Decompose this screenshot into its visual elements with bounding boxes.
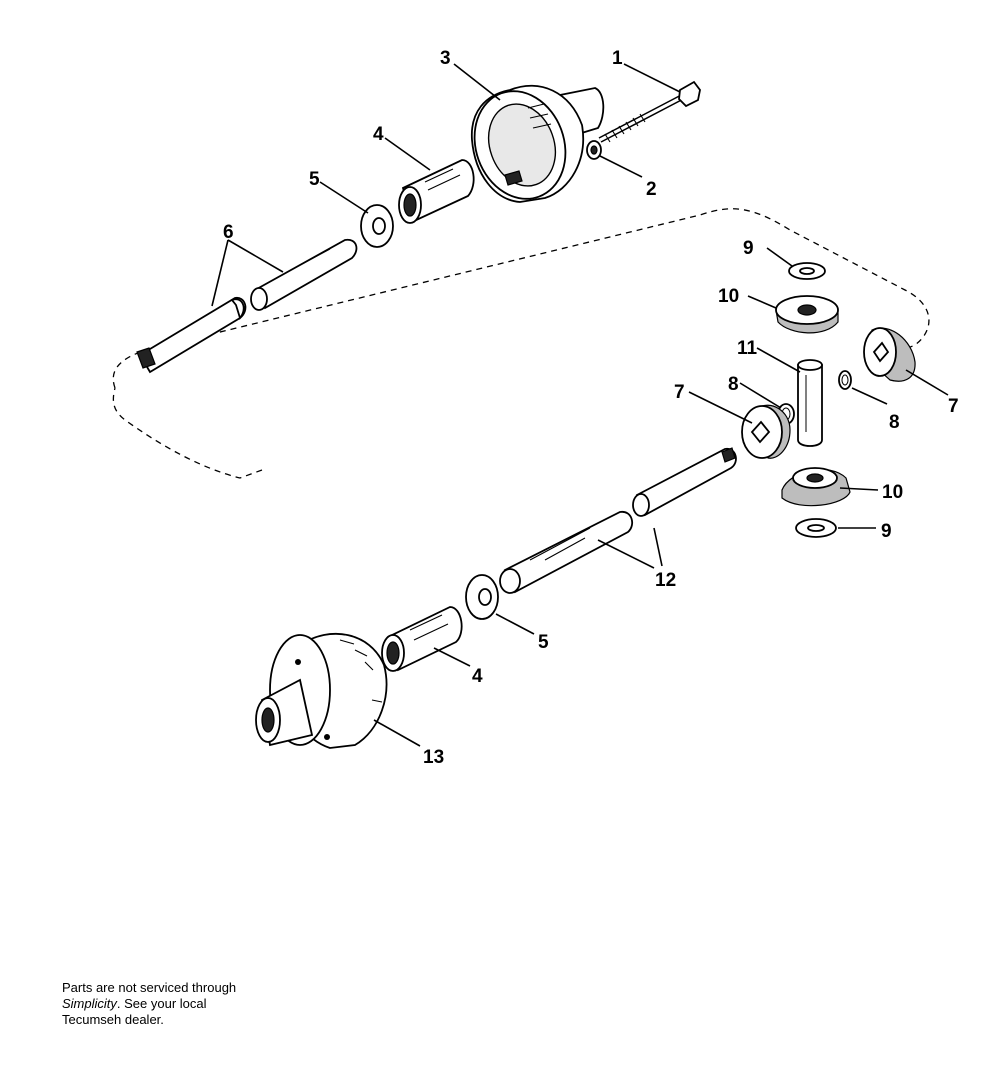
washer-part-5-upper xyxy=(360,204,394,248)
bolt-part-1 xyxy=(598,80,701,143)
gear-part-7-left xyxy=(741,404,791,459)
washer-part-5-lower xyxy=(465,574,499,620)
callout-9-lower: 9 xyxy=(881,521,892,542)
dashed-group-outline xyxy=(112,208,930,479)
callout-5-lower: 5 xyxy=(538,632,549,653)
callout-4-upper: 4 xyxy=(373,124,384,145)
callout-2: 2 xyxy=(646,179,657,200)
callout-10-lower: 10 xyxy=(882,482,903,503)
callout-8-left: 8 xyxy=(728,374,739,395)
callout-11: 11 xyxy=(737,338,758,359)
bushing-part-4-upper xyxy=(398,159,475,224)
bushing-part-4-lower xyxy=(381,606,463,672)
gear-part-10-lower xyxy=(781,467,851,507)
callout-1: 1 xyxy=(612,48,623,69)
callout-6: 6 xyxy=(223,222,234,243)
callout-10-upper: 10 xyxy=(718,286,739,307)
shaft-part-6 xyxy=(136,238,358,374)
ring-part-8-right xyxy=(838,370,852,390)
service-note-line-1: Parts are not serviced through xyxy=(62,980,237,995)
gear-part-10-upper xyxy=(775,295,839,334)
service-note-line-2-rest: . See your local xyxy=(116,996,207,1011)
callout-labels: 1 2 3 4 5 6 9 10 11 8 7 8 7 10 9 12 5 4 … xyxy=(223,48,959,768)
callout-12: 12 xyxy=(655,570,676,591)
service-note-line-2: Simplicity. See your local xyxy=(62,996,236,1012)
callout-5-upper: 5 xyxy=(309,169,320,190)
service-note-line-3: Tecumseh dealer. xyxy=(62,1012,164,1027)
callout-8-right: 8 xyxy=(889,412,900,433)
callout-7-left: 7 xyxy=(674,382,685,403)
callout-4-lower: 4 xyxy=(472,666,483,687)
callout-7-right: 7 xyxy=(948,396,959,417)
service-note: Parts are not serviced through Simplicit… xyxy=(62,980,236,1028)
washer-part-9-upper xyxy=(788,262,826,280)
brand-name: Simplicity xyxy=(62,996,117,1011)
shaft-part-12 xyxy=(499,447,737,594)
callout-9-upper: 9 xyxy=(743,238,754,259)
leader-lines xyxy=(211,63,949,747)
gear-part-7-right xyxy=(863,327,916,382)
callout-13: 13 xyxy=(423,747,444,768)
washer-part-2 xyxy=(586,140,602,160)
housing-part-3 xyxy=(471,84,605,203)
housing-part-13 xyxy=(255,632,388,749)
pin-part-11 xyxy=(797,359,823,447)
washer-part-9-lower xyxy=(795,518,837,538)
callout-3: 3 xyxy=(440,48,451,69)
